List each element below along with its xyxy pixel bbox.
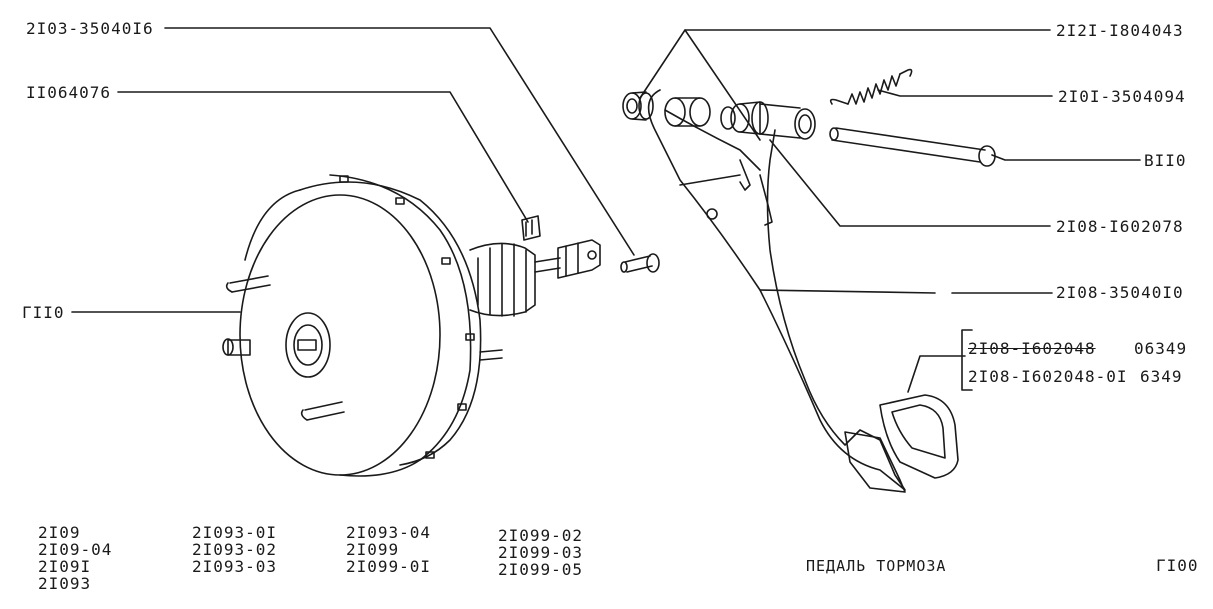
model-code: 2I099 [346,540,400,559]
callout-pad-old-qty: 06349 [1134,339,1188,358]
bushing-part [622,91,654,121]
model-code: 2I093 [38,574,92,593]
callout-pushrod-bolt: 2I03-35040I6 [26,19,154,38]
model-column-3: 2I093-04 2I099 2I099-0I [346,524,431,575]
callout-spring: 2I0I-3504094 [1058,87,1186,106]
model-code: 2I099-0I [346,557,432,576]
callout-pad-old: 2I08-I602048 [968,339,1096,358]
brake-pedal-part [647,89,959,493]
pad-bracket [961,329,973,391]
return-spring-part [829,68,913,105]
model-code: 2I09I [38,557,92,576]
model-column-2: 2I093-0I 2I093-02 2I093-03 [192,524,277,575]
clevis-pin-part [620,253,660,273]
callout-clip: II064076 [26,83,112,102]
diagram-title: ПЕДАЛЬ ТОРМОЗА [806,557,947,575]
pedal-axle-part [829,127,996,167]
leader-lines [71,27,1141,393]
model-code: 2I099-03 [498,543,584,562]
model-code: 2I099-05 [498,560,584,579]
sleeve-part [720,101,816,140]
model-code: 2I093-03 [192,557,278,576]
model-code: 2I093-04 [346,523,432,542]
callout-axle: ВII0 [1144,151,1187,170]
vacuum-booster [222,174,601,477]
model-code: 2I09-04 [38,540,113,559]
callout-sleeve: 2I08-I602078 [1056,217,1184,236]
model-code: 2I099-02 [498,526,584,545]
model-column-1: 2I09 2I09-04 2I09I 2I093 [38,524,112,592]
callout-booster: ГII0 [22,303,65,322]
model-code: 2I09 [38,523,81,542]
callout-pad-new-qty: 6349 [1140,367,1183,386]
page-code: ГI00 [1156,556,1199,575]
callout-bushing: 2I2I-I804043 [1056,21,1184,40]
model-column-4: 2I099-02 2I099-03 2I099-05 [498,527,583,578]
model-code: 2I093-0I [192,523,278,542]
callout-pad-new: 2I08-I602048-0I [968,367,1128,386]
clip-part [521,215,541,241]
model-code: 2I093-02 [192,540,278,559]
callout-pedal: 2I08-35040I0 [1056,283,1184,302]
